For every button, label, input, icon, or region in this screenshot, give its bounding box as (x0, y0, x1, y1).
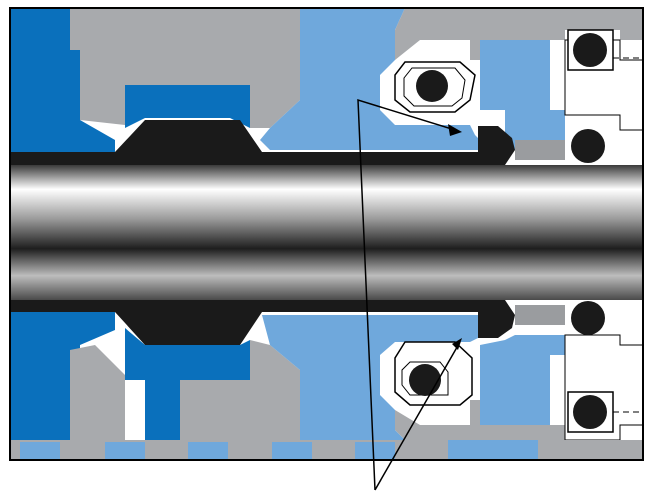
o-ring-top (416, 70, 448, 102)
o-ring-right-shaft-top (571, 129, 605, 163)
o-ring-right-bottom (573, 395, 607, 429)
o-ring-right-shaft-bottom (571, 301, 605, 335)
light-blue-gland-top (260, 8, 480, 150)
bottom-block-2 (105, 442, 145, 460)
gray-housing-bottom-left (70, 345, 125, 440)
gray-housing-top (70, 8, 300, 128)
dark-blue-ring-bottom (125, 328, 250, 460)
shaft (10, 165, 643, 300)
arrowhead-top (448, 124, 462, 136)
bottom-block-6 (448, 440, 538, 460)
leader-line-top (357, 98, 456, 491)
leader-line-bottom (374, 341, 461, 491)
o-ring-right-top (573, 33, 607, 67)
gray-right-edge-bottom (565, 440, 643, 460)
gray-sleeve-bottom (515, 305, 565, 325)
gray-housing-bottom-mid (180, 340, 300, 440)
bottom-block-4 (272, 442, 312, 460)
light-blue-face-bottom (480, 335, 565, 425)
gray-sleeve-top (515, 140, 565, 160)
light-blue-face-top (480, 40, 565, 150)
o-ring-seat-inner-top (403, 67, 466, 107)
dark-blue-housing-bottom (10, 312, 115, 440)
dark-blue-housing-top (10, 8, 115, 152)
bottom-block-1 (20, 442, 60, 460)
bottom-block-3 (188, 442, 228, 460)
bellows-bottom (10, 300, 515, 345)
frame-border (9, 7, 644, 461)
leader-arrows (357, 98, 461, 491)
bellows-top (10, 120, 515, 165)
dark-blue-ring-top (125, 85, 250, 128)
arrowhead-bottom (452, 338, 462, 350)
bottom-block-5 (355, 442, 395, 460)
o-ring-bottom (409, 364, 441, 396)
